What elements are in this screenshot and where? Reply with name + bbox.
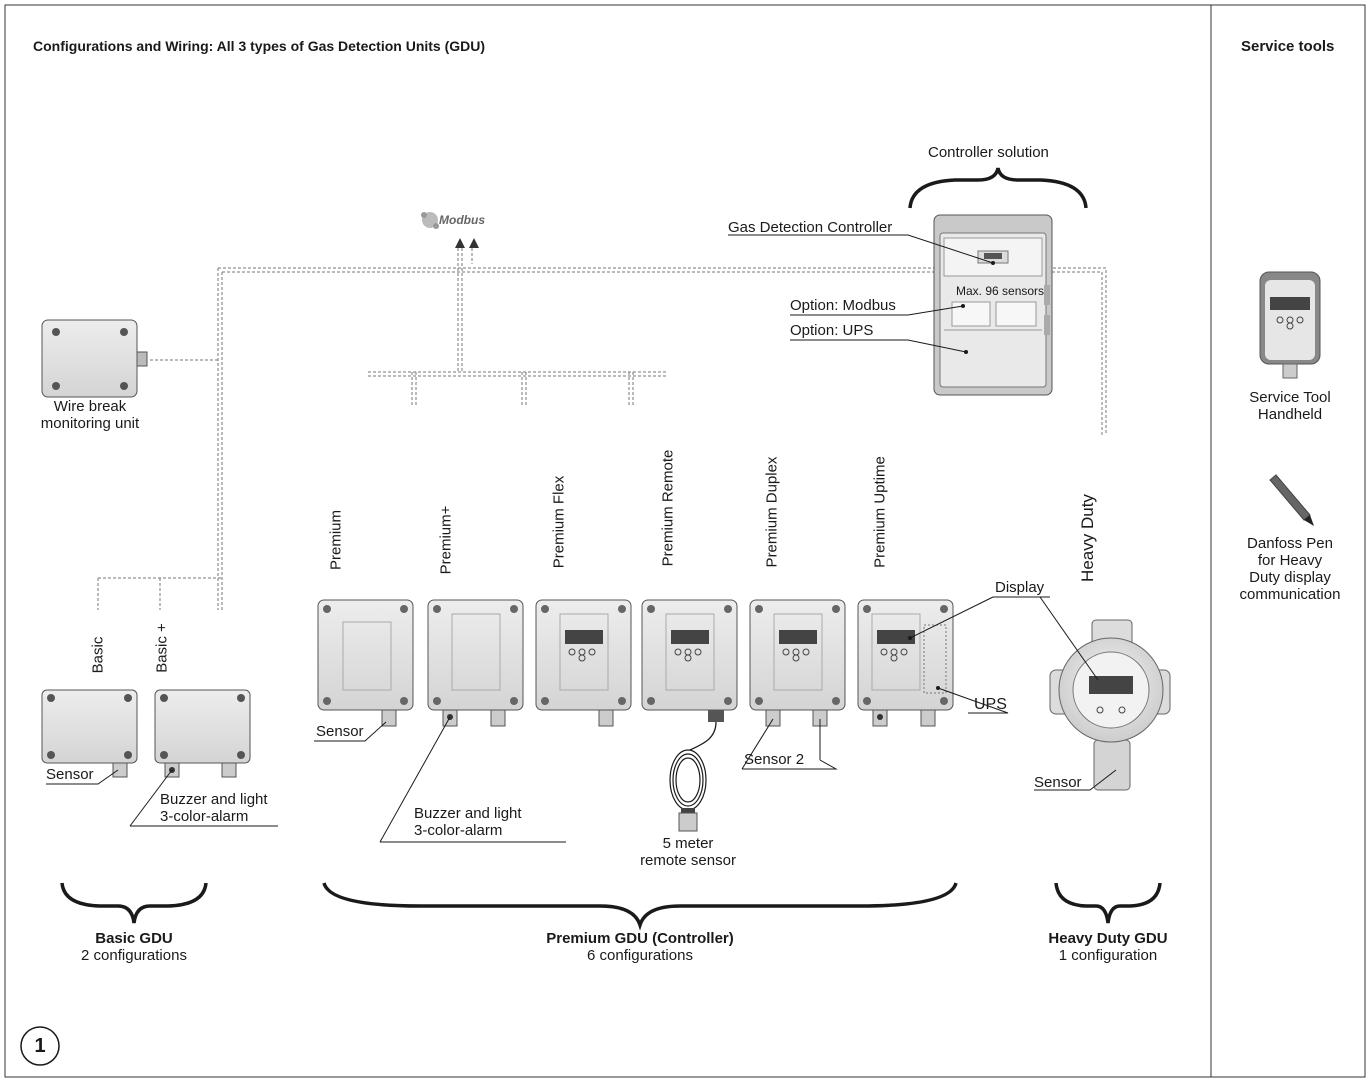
modbus-arrow-2 <box>469 238 479 248</box>
modbus-arrow-1 <box>455 238 465 248</box>
premium-group-caption: Premium GDU (Controller) 6 configuration… <box>500 930 780 964</box>
basic-leader-lines <box>46 769 278 827</box>
premium-flex-unit <box>535 599 632 727</box>
basic-group-title: Basic GDU <box>95 930 173 947</box>
diagram-title: Configurations and Wiring: All 3 types o… <box>33 38 486 54</box>
danfoss-pen-icon <box>1269 474 1314 526</box>
basic-buzzer-label: Buzzer and light 3-color-alarm <box>160 791 268 825</box>
gas-detection-controller-cabinet <box>933 214 1053 396</box>
wire-break-line2: monitoring unit <box>40 415 140 432</box>
heavy-sensor-label: Sensor <box>1034 774 1082 791</box>
heavy-group-title: Heavy Duty GDU <box>1048 930 1168 947</box>
basic-plus-unit <box>154 689 251 778</box>
modbus-logo <box>421 212 439 229</box>
premium-brace <box>322 882 958 931</box>
modbus-logo-text: Modbus <box>439 213 485 227</box>
handheld-line1: Service Tool <box>1249 389 1331 406</box>
premium-remote-unit <box>641 599 738 832</box>
pen-line2: for Heavy <box>1257 552 1323 569</box>
controller-leader-lines <box>728 234 994 353</box>
premium-sensor-label: Sensor <box>316 723 364 740</box>
basic-group-caption: Basic GDU 2 configurations <box>54 930 214 964</box>
danfoss-pen-label: Danfoss Pen for Heavy Duty display commu… <box>1220 535 1360 603</box>
label-heavy-duty: Heavy Duty <box>1078 494 1097 582</box>
label-basic: Basic <box>89 636 107 674</box>
basic-unit <box>41 689 138 778</box>
controller-brace <box>908 167 1088 209</box>
label-premium-plus: Premium+ <box>437 505 455 575</box>
service-tools-title: Service tools <box>1241 38 1335 55</box>
option-modbus-label: Option: Modbus <box>790 297 896 314</box>
wire-break-label: Wire break monitoring unit <box>40 398 140 432</box>
heavy-duty-unit <box>1049 619 1171 791</box>
max-sensors-label: Max. 96 sensors <box>956 284 1045 298</box>
figure-number: 1 <box>34 1035 46 1057</box>
premium-buzzer-line1: Buzzer and light <box>414 805 522 822</box>
pen-line4: communication <box>1239 586 1341 603</box>
bus-wiring <box>97 248 1107 610</box>
option-ups-label: Option: UPS <box>790 322 874 339</box>
premium-unit <box>317 599 414 727</box>
basic-brace <box>60 882 208 924</box>
ups-label: UPS <box>974 696 1007 713</box>
service-tool-handheld-label: Service Tool Handheld <box>1220 389 1360 423</box>
basic-group-sub: 2 configurations <box>81 947 187 964</box>
wire-break-monitoring-unit <box>41 319 148 398</box>
premium-group-title: Premium GDU (Controller) <box>546 930 734 947</box>
label-premium-duplex: Premium Duplex <box>763 456 781 568</box>
premium-plus-unit <box>427 599 524 727</box>
figure-number-badge <box>20 1026 60 1066</box>
basic-sensor-label: Sensor <box>46 766 94 783</box>
heavy-leader-lines <box>1034 596 1117 791</box>
heavy-group-sub: 1 configuration <box>1058 947 1158 964</box>
gas-detection-controller-label: Gas Detection Controller <box>728 219 893 236</box>
label-premium-uptime: Premium Uptime <box>871 456 889 568</box>
pen-line1: Danfoss Pen <box>1247 535 1333 552</box>
label-basic-plus: Basic + <box>153 623 171 673</box>
label-premium-flex: Premium Flex <box>550 475 568 569</box>
premium-uptime-unit <box>857 599 954 727</box>
handheld-line2: Handheld <box>1257 406 1323 423</box>
pen-line3: Duty display <box>1249 569 1331 586</box>
service-tool-handheld-icon <box>1259 271 1321 379</box>
controller-solution-label: Controller solution <box>928 144 1049 161</box>
premium-group-sub: 6 configurations <box>587 947 693 964</box>
remote-sensor-line1: 5 meter <box>662 835 714 852</box>
basic-buzzer-line2: 3-color-alarm <box>160 808 249 825</box>
sensor-2-label: Sensor 2 <box>744 751 805 768</box>
heavy-brace <box>1054 882 1162 924</box>
premium-buzzer-line2: 3-color-alarm <box>414 822 503 839</box>
basic-buzzer-line1: Buzzer and light <box>160 791 268 808</box>
wire-break-line1: Wire break <box>53 398 127 415</box>
premium-duplex-unit <box>749 599 846 727</box>
premium-buzzer-label: Buzzer and light 3-color-alarm <box>414 805 522 839</box>
remote-sensor-line2: remote sensor <box>640 852 736 869</box>
display-label: Display <box>995 579 1045 596</box>
premium-leader-lines <box>314 596 1050 843</box>
label-premium-remote: Premium Remote <box>659 449 677 567</box>
remote-sensor-label: 5 meter remote sensor <box>628 835 748 869</box>
label-premium: Premium <box>327 509 345 571</box>
heavy-group-caption: Heavy Duty GDU 1 configuration <box>1028 930 1188 964</box>
